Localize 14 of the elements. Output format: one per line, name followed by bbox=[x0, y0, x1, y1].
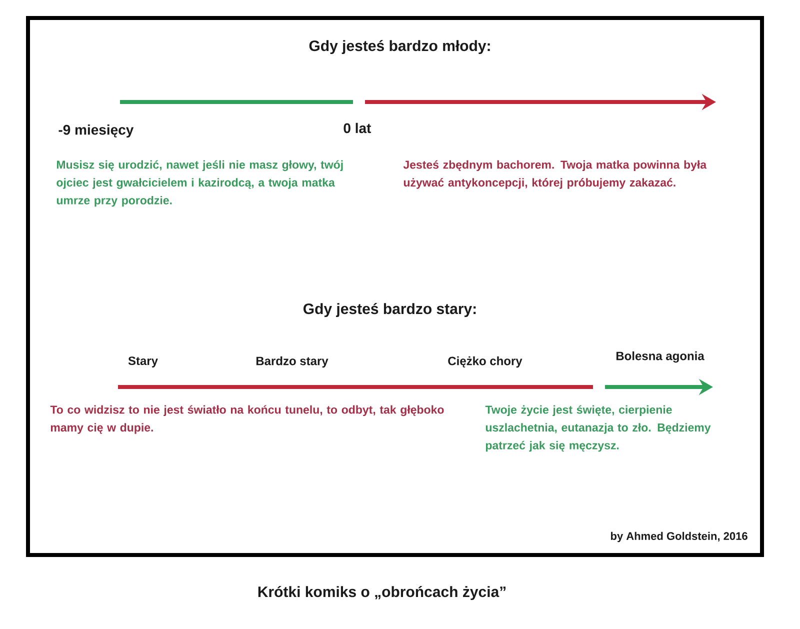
description-text: Musisz się urodzić, nawet jeśli nie masz głowy, twój ojciec jest gwałcicielem i kazirodcą, a twoja matka umrze przy porodzie. bbox=[56, 160, 343, 207]
description-text: Twoje życie jest święte, cierpienie uszlachetnia, eutanazja to zło. Będziemy patrzeć jak się męczysz. bbox=[485, 405, 711, 452]
axis-label: Bardzo stary bbox=[256, 356, 328, 368]
axis-label: Stary bbox=[128, 356, 158, 368]
caption: Krótki komiks o „obrońcach życia” bbox=[258, 586, 506, 600]
description-text: Jesteś zbędnym bachorem. Twoja matka powinna była używać antykoncepcji, której próbujemy zakazać. bbox=[403, 160, 707, 189]
axis-label: Ciężko chory bbox=[448, 356, 522, 368]
axis-label: -9 miesięcy bbox=[58, 124, 134, 138]
author-credit: by Ahmed Goldstein, 2016 bbox=[611, 532, 748, 542]
heading: Gdy jesteś bardzo stary: bbox=[304, 302, 476, 318]
heading: Gdy jesteś bardzo młody: bbox=[309, 40, 490, 54]
axis-label: 0 lat bbox=[344, 122, 372, 134]
axis-label: Bolesna agonia bbox=[616, 351, 704, 363]
description-text: To co widzisz to nie jest światło na końcu tunelu, to odbyt, tak głęboko mamy cię w dupie. bbox=[50, 405, 444, 434]
